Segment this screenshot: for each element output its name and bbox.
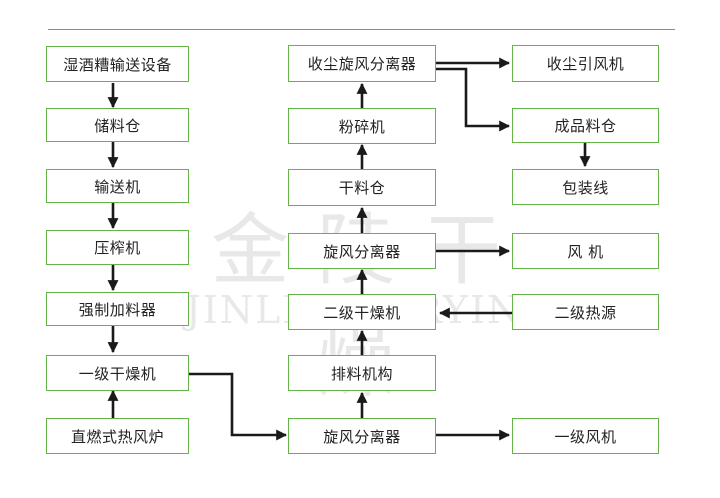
node-crusher: 粉碎机 <box>288 108 436 144</box>
arrow-dustcyclone-to-product <box>436 67 511 132</box>
node-packing-line: 包装线 <box>512 169 659 205</box>
node-discharge-mechanism: 排料机构 <box>288 355 436 391</box>
node-dust-fan: 收尘引风机 <box>512 45 659 82</box>
node-primary-dryer: 一级干燥机 <box>46 355 189 391</box>
node-secondary-heat-source: 二级热源 <box>512 294 659 330</box>
node-fan: 风 机 <box>512 233 659 269</box>
node-cyclone-1: 旋风分离器 <box>288 418 436 454</box>
node-conveyor: 输送机 <box>46 169 189 203</box>
node-dust-cyclone: 收尘旋风分离器 <box>288 45 436 82</box>
node-primary-fan: 一级风机 <box>512 418 659 454</box>
node-secondary-dryer: 二级干燥机 <box>288 294 436 330</box>
node-dry-bin: 干料仓 <box>288 169 436 206</box>
arrow-dryer-to-cyclone <box>188 372 288 441</box>
node-cyclone-2: 旋风分离器 <box>288 233 436 269</box>
node-forced-feeder: 强制加料器 <box>46 292 189 326</box>
header-rule <box>48 29 675 30</box>
node-product-bin: 成品料仓 <box>512 108 659 143</box>
node-direct-hot-air-furnace: 直燃式热风炉 <box>46 418 189 454</box>
node-press: 压榨机 <box>46 230 189 265</box>
node-storage-bin: 储料仓 <box>46 108 189 142</box>
node-wet-grain-conveyor: 湿酒糟输送设备 <box>46 46 189 82</box>
